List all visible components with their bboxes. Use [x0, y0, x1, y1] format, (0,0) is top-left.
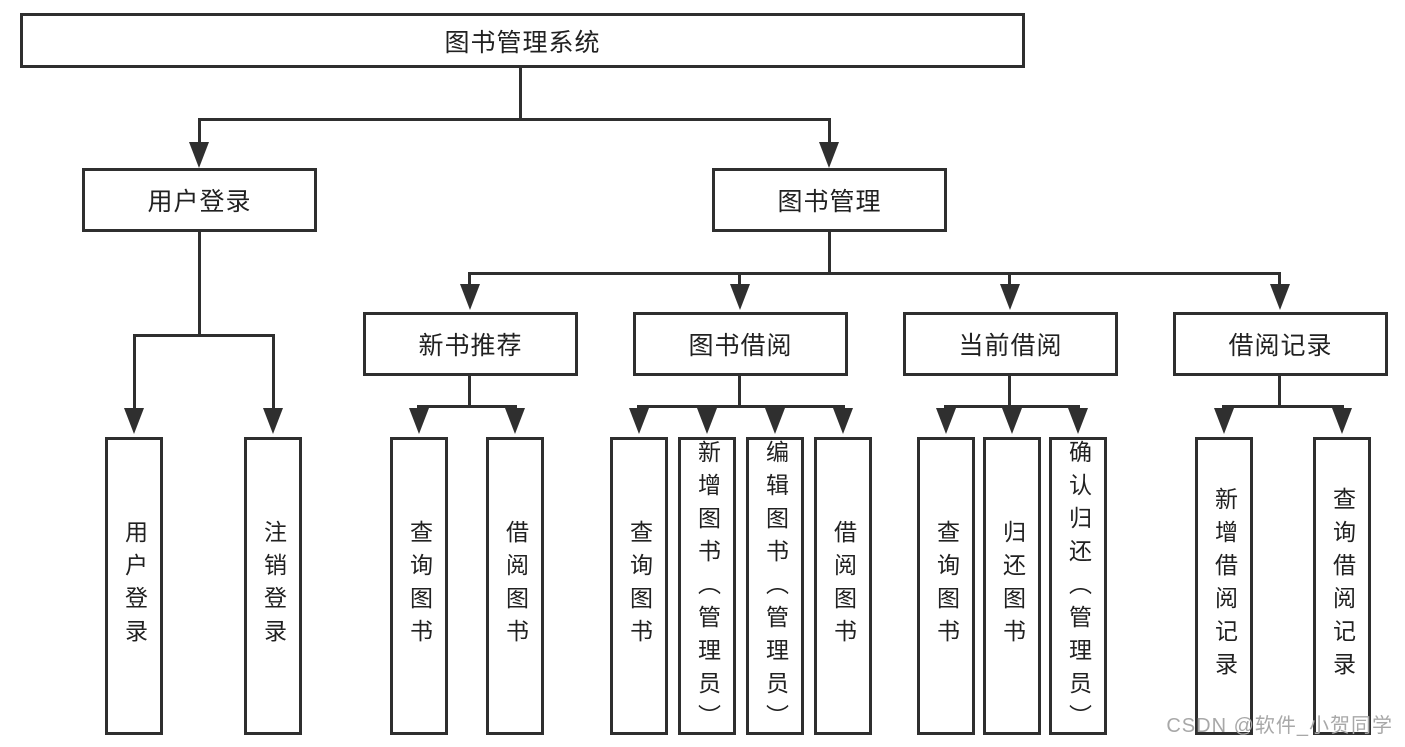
leaf-label: 查询借阅记录 [1329, 487, 1356, 685]
connector-user-login-stem [198, 232, 201, 335]
leaf-edit-book-admin: 编辑图书（管理员） [746, 437, 804, 737]
connector-to-borrowing-records [1278, 272, 1281, 286]
leaf-label: 查询图书 [406, 520, 433, 652]
arrowhead-down-icon [833, 408, 853, 434]
arrowhead-down-icon [263, 408, 283, 434]
leaf-add-borrowing-record: 新增借阅记录 [1195, 437, 1253, 735]
node-label: 图书管理 [777, 188, 882, 216]
csdn-watermark: CSDN @软件_小贺同学 [1166, 715, 1393, 737]
connector-records-bar [1222, 405, 1344, 408]
arrowhead-down-icon [124, 408, 144, 434]
leaf-label: 借阅图书 [830, 520, 857, 652]
arrowhead-down-icon [629, 408, 649, 434]
arrowhead-down-icon [1332, 408, 1352, 434]
leaf-query-books-borrowing: 查询图书 [610, 437, 668, 735]
node-user-login: 用户登录 [82, 168, 317, 232]
arrowhead-down-icon [1002, 408, 1022, 434]
connector-book-management-stem [828, 232, 831, 274]
arrowhead-down-icon [1000, 284, 1020, 310]
leaf-label: 查询图书 [626, 520, 653, 652]
arrowhead-down-icon [765, 408, 785, 434]
leaf-add-book-admin: 新增图书（管理员） [678, 437, 736, 737]
arrowhead-down-icon [409, 408, 429, 434]
arrowhead-down-icon [730, 284, 750, 310]
connector-to-leaf-user-login [133, 334, 136, 410]
connector-recommend-stem [468, 376, 471, 407]
leaf-user-login: 用户登录 [105, 437, 163, 735]
arrowhead-down-icon [460, 284, 480, 310]
leaf-logout: 注销登录 [244, 437, 302, 735]
connector-to-leaf-logout [272, 334, 275, 410]
arrowhead-down-icon [819, 142, 839, 168]
leaf-label: 查询图书 [933, 520, 960, 652]
connector-to-book-management [828, 118, 831, 144]
node-book-management: 图书管理 [712, 168, 947, 232]
leaf-label: 编辑图书（管理员） [762, 440, 789, 737]
leaf-query-borrowing-record: 查询借阅记录 [1313, 437, 1371, 735]
arrowhead-down-icon [189, 142, 209, 168]
leaf-label: 新增图书（管理员） [694, 440, 721, 737]
leaf-query-books-recommend: 查询图书 [390, 437, 448, 735]
node-new-book-recommendation: 新书推荐 [363, 312, 578, 376]
connector-records-stem [1278, 376, 1281, 407]
connector-to-book-borrowing [738, 272, 741, 286]
connector-level3-bar [468, 272, 1281, 275]
leaf-label: 借阅图书 [502, 520, 529, 652]
connector-borrowing-stem [738, 376, 741, 407]
connector-borrowing-bar [637, 405, 845, 408]
leaf-query-books-current: 查询图书 [917, 437, 975, 735]
arrowhead-down-icon [697, 408, 717, 434]
node-label: 用户登录 [147, 188, 252, 216]
connector-current-stem [1008, 376, 1011, 407]
connector-to-new-book-recommend [468, 272, 471, 286]
arrowhead-down-icon [505, 408, 525, 434]
connector-recommend-bar [417, 405, 517, 408]
arrowhead-down-icon [1270, 284, 1290, 310]
connector-current-bar [944, 405, 1080, 408]
node-library-management-system: 图书管理系统 [20, 13, 1025, 68]
node-book-borrowing: 图书借阅 [633, 312, 848, 376]
leaf-confirm-return-admin: 确认归还（管理员） [1049, 437, 1107, 737]
connector-root-bar [198, 118, 831, 121]
leaf-label: 注销登录 [260, 520, 287, 652]
leaf-label: 新增借阅记录 [1211, 487, 1238, 685]
connector-to-current-borrowing [1008, 272, 1011, 286]
node-label: 图书借阅 [688, 332, 793, 360]
leaf-label: 归还图书 [999, 520, 1026, 652]
node-label: 新书推荐 [418, 332, 523, 360]
connector-user-login-bar [133, 334, 275, 337]
leaf-borrow-books-recommend: 借阅图书 [486, 437, 544, 735]
leaf-label: 用户登录 [121, 520, 148, 652]
node-current-borrowing: 当前借阅 [903, 312, 1118, 376]
connector-to-user-login [198, 118, 201, 144]
leaf-label: 确认归还（管理员） [1065, 440, 1092, 737]
node-borrowing-records: 借阅记录 [1173, 312, 1388, 376]
node-label: 当前借阅 [958, 332, 1063, 360]
node-label: 借阅记录 [1228, 332, 1333, 360]
arrowhead-down-icon [1214, 408, 1234, 434]
arrowhead-down-icon [1068, 408, 1088, 434]
node-label: 图书管理系统 [444, 28, 601, 57]
leaf-return-books: 归还图书 [983, 437, 1041, 735]
leaf-borrow-books-borrowing: 借阅图书 [814, 437, 872, 735]
arrowhead-down-icon [936, 408, 956, 434]
connector-root-stem [519, 68, 522, 118]
